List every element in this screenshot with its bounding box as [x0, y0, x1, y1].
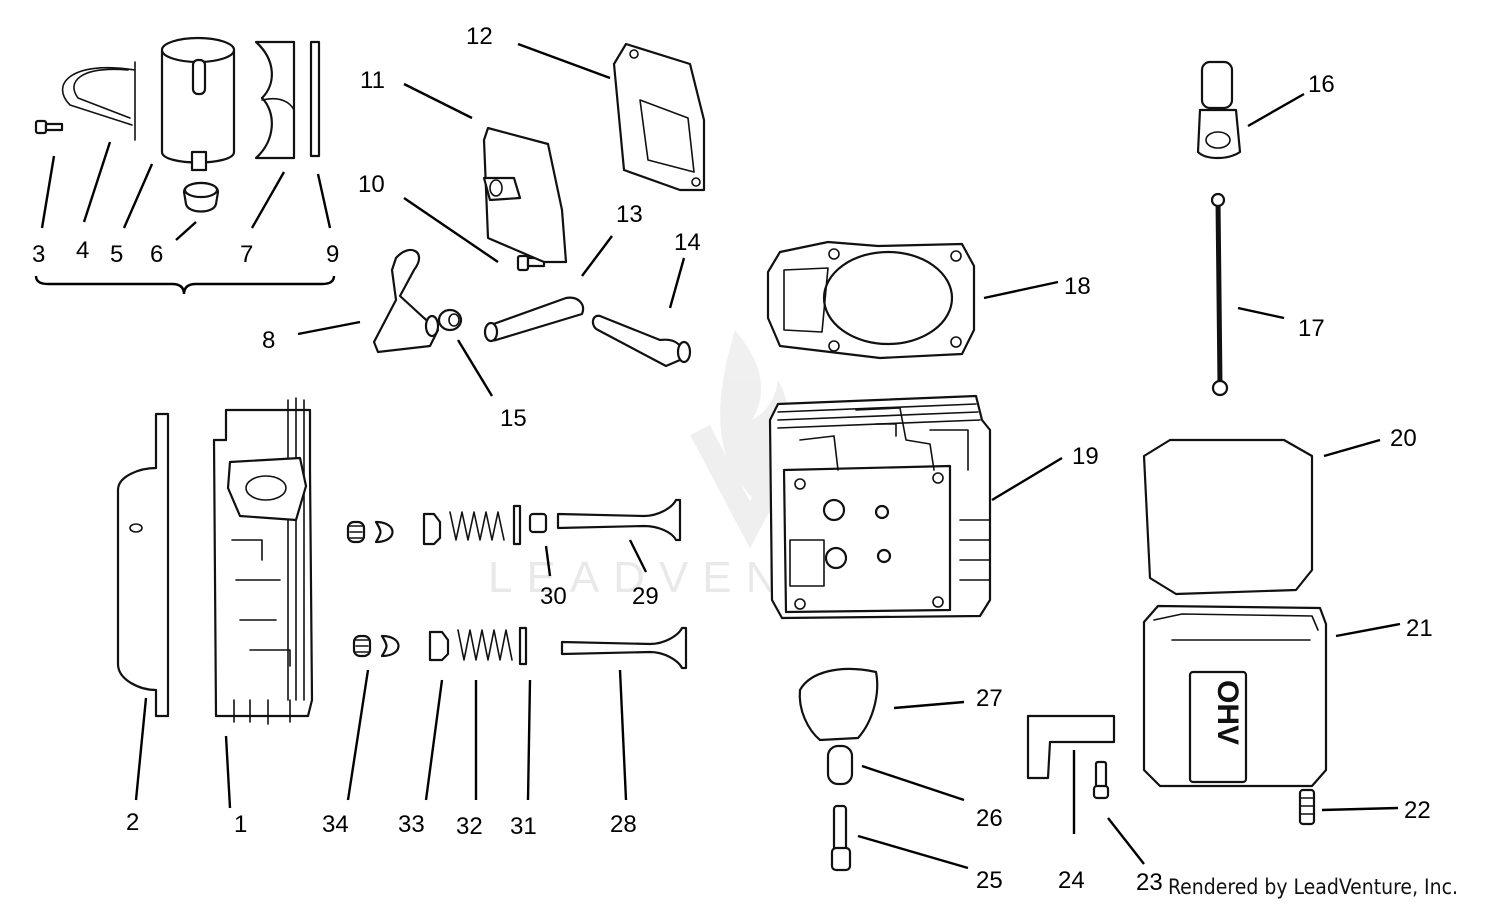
callout-10: 10	[358, 171, 385, 198]
callout-3: 3	[32, 241, 45, 268]
callout-labels: 3 4 5 6 7 9 8 10 11 12 13 14 15 16 17 18…	[32, 23, 1433, 896]
part-34-keepers	[352, 634, 400, 658]
part-18-head-gasket	[766, 240, 976, 360]
callout-34: 34	[322, 811, 349, 838]
part-30-valve-stem-seal	[528, 512, 548, 534]
part-6-grommet	[182, 181, 220, 213]
part-22-screw	[1298, 788, 1316, 826]
part-29-intake-valve	[556, 498, 682, 542]
part-9-gasket	[309, 40, 321, 158]
part-16-seal	[1196, 60, 1242, 160]
part-31-valve-seal	[518, 626, 528, 666]
part-1-cylinder-block	[212, 397, 314, 725]
callout-32: 32	[456, 813, 483, 840]
part-11-breather-cover	[482, 126, 568, 264]
callout-30: 30	[540, 583, 567, 610]
part-12-gasket	[612, 42, 706, 192]
callout-27: 27	[976, 685, 1003, 712]
part-23-screw	[1092, 760, 1110, 800]
part-24-bracket	[1026, 714, 1116, 780]
callout-19: 19	[1072, 443, 1099, 470]
part-20-valve-cover-gasket	[1142, 438, 1314, 596]
part-8-breather-tube	[372, 248, 440, 354]
callout-1: 1	[234, 811, 247, 838]
group-bracket	[34, 275, 336, 295]
callout-29: 29	[632, 583, 659, 610]
callout-20: 20	[1390, 425, 1417, 452]
credit-text: Rendered by LeadVenture, Inc.	[1168, 875, 1458, 899]
callout-9: 9	[326, 241, 339, 268]
callout-23: 23	[1136, 869, 1163, 896]
callout-7: 7	[240, 241, 253, 268]
part-19-cylinder-head	[768, 394, 992, 620]
part-17-push-rod	[1210, 192, 1229, 397]
callout-12: 12	[466, 23, 493, 50]
part-25-stud	[830, 804, 852, 872]
cover-logo-text: OHV	[1211, 680, 1244, 745]
callout-26: 26	[976, 805, 1003, 832]
callout-8: 8	[262, 327, 275, 354]
part-32-valve-spring	[457, 629, 513, 661]
callout-5: 5	[110, 241, 123, 268]
callout-28: 28	[610, 811, 637, 838]
upper-valve-retainer	[422, 512, 442, 546]
callout-25: 25	[976, 867, 1003, 894]
callout-22: 22	[1404, 797, 1431, 824]
part-28-exhaust-valve	[560, 626, 688, 670]
part-13-hose	[483, 296, 585, 343]
callout-21: 21	[1406, 615, 1433, 642]
leader-lines	[40, 42, 1401, 870]
part-33-retainer	[428, 630, 450, 662]
upper-valve-keepers	[346, 520, 394, 544]
part-21-valve-cover: OHV	[1142, 604, 1328, 788]
part-15-clamp	[437, 308, 463, 332]
callout-24: 24	[1058, 867, 1085, 894]
callout-33: 33	[398, 811, 425, 838]
callout-15: 15	[500, 405, 527, 432]
part-27-deflector	[798, 667, 879, 742]
callout-6: 6	[150, 241, 163, 268]
part-4-bracket	[61, 61, 136, 141]
callout-13: 13	[616, 201, 643, 228]
callout-31: 31	[510, 813, 537, 840]
part-26-spacer	[826, 744, 854, 786]
callout-18: 18	[1064, 273, 1091, 300]
callout-4: 4	[76, 237, 89, 264]
part-5-breather-canister	[160, 36, 236, 172]
callout-17: 17	[1298, 315, 1325, 342]
part-2-shroud	[116, 412, 170, 718]
callout-14: 14	[674, 229, 701, 256]
callout-16: 16	[1308, 71, 1335, 98]
part-14-hose	[591, 314, 692, 368]
part-7-filter	[254, 40, 296, 160]
callout-11: 11	[360, 67, 385, 94]
upper-valve-seal	[512, 504, 522, 546]
callout-2: 2	[126, 809, 139, 836]
part-3-screw	[34, 119, 64, 135]
upper-valve-spring	[449, 511, 505, 541]
